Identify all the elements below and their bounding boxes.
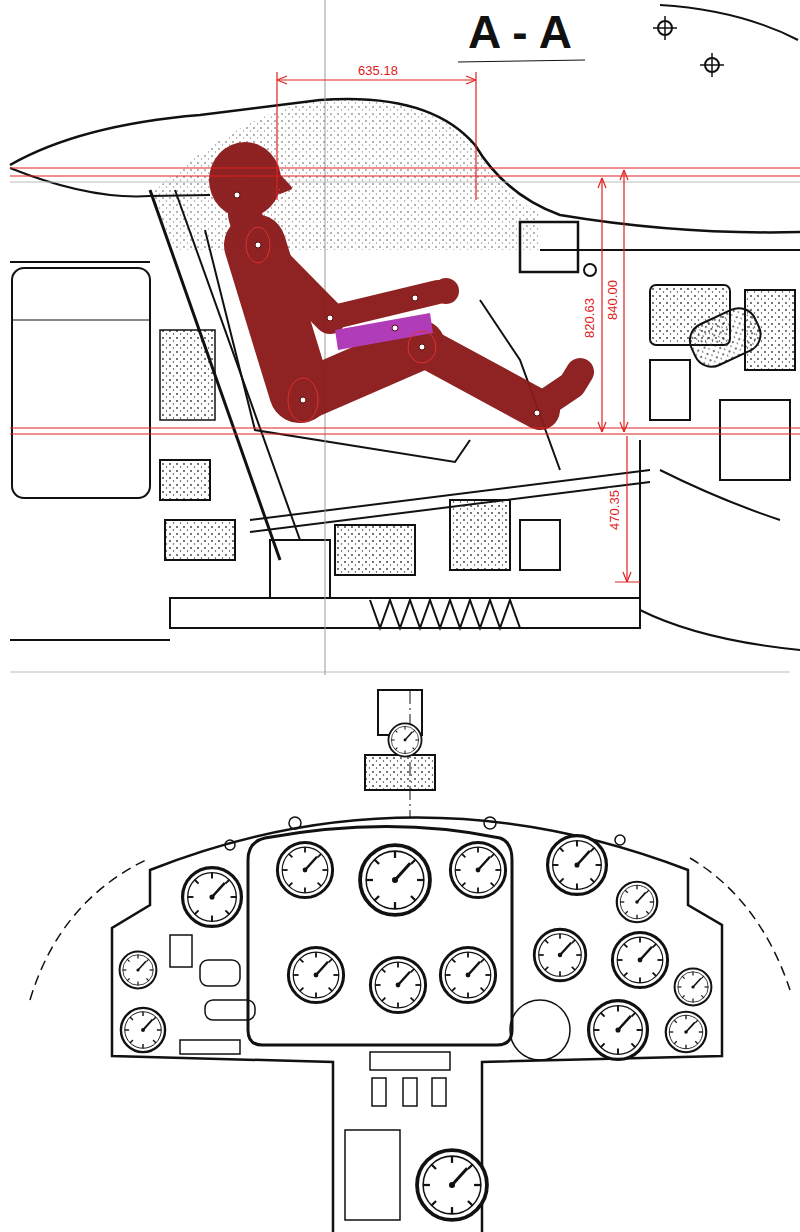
- section-drawing: [10, 0, 800, 675]
- pilot-figure: [209, 142, 580, 410]
- dimension-lines: [10, 72, 800, 582]
- dimension-label: 820.63: [583, 296, 597, 340]
- dimension-label: 470.35: [608, 488, 622, 532]
- instrument-panel: [30, 690, 790, 1232]
- joint-markers: [234, 192, 540, 416]
- gauges: [120, 723, 712, 1220]
- section-title: A - A: [468, 7, 572, 58]
- dimension-label: 635.18: [356, 64, 400, 78]
- dimension-label: 840.00: [606, 278, 620, 322]
- joint-outlines: [246, 227, 436, 422]
